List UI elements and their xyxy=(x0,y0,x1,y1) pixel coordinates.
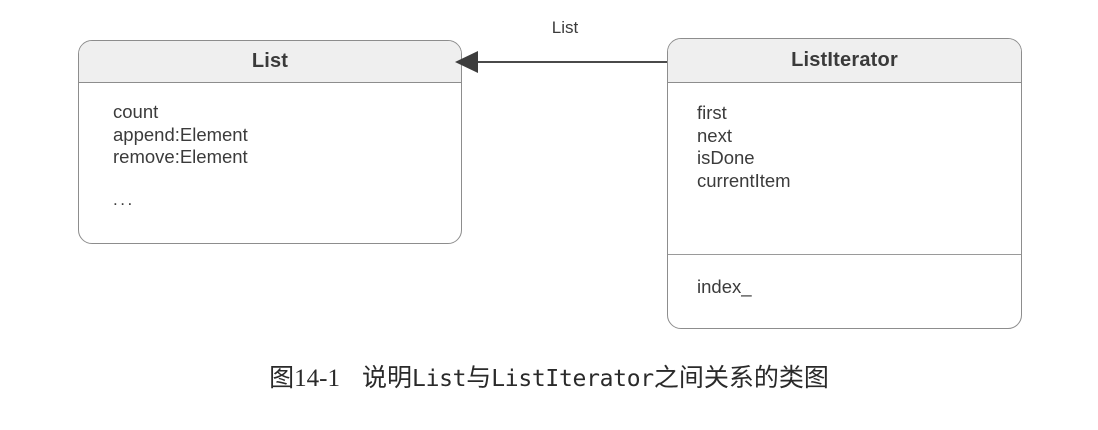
class-compartment-listiterator-attributes: index_ xyxy=(668,254,1021,326)
class-box-list[interactable]: List count append:Element remove:Element… xyxy=(78,40,462,244)
member-count: count xyxy=(113,101,159,122)
class-name-list: List xyxy=(79,41,461,83)
class-box-listiterator[interactable]: ListIterator first next isDone currentIt… xyxy=(667,38,1022,329)
caption-text-before: 说明 xyxy=(362,365,413,392)
arrow-left-icon xyxy=(455,51,478,73)
class-name-listiterator: ListIterator xyxy=(668,39,1021,83)
association-label: List xyxy=(551,18,579,37)
association-listiterator-to-list: List xyxy=(455,18,675,74)
caption-text-middle: 与 xyxy=(466,365,492,392)
figure-caption: 图14-1 说明List与ListIterator之间关系的类图 xyxy=(0,358,1098,394)
caption-text-after: 之间关系的类图 xyxy=(653,365,829,392)
member-append: append:Element xyxy=(113,123,248,145)
association-line xyxy=(475,61,667,64)
member-isdone: isDone xyxy=(697,147,755,168)
member-list-listiterator-operations: first next isDone currentItem xyxy=(668,83,1021,192)
member-list-list: count append:Element remove:Element ... xyxy=(79,83,461,211)
member-first: first xyxy=(697,102,727,123)
caption-term-list: List xyxy=(412,366,467,392)
figure-number: 图14-1 xyxy=(269,365,340,392)
member-ellipsis: ... xyxy=(113,189,135,209)
member-remove: remove:Element xyxy=(113,146,248,167)
caption-term-listiterator: ListIterator xyxy=(491,366,654,392)
class-compartment-list-members: count append:Element remove:Element ... xyxy=(79,83,461,243)
member-index: index_ xyxy=(697,276,752,297)
member-next: next xyxy=(697,124,732,146)
member-list-listiterator-attributes: index_ xyxy=(668,255,1021,299)
class-compartment-listiterator-operations: first next isDone currentItem xyxy=(668,83,1021,254)
member-currentitem: currentItem xyxy=(697,169,791,191)
